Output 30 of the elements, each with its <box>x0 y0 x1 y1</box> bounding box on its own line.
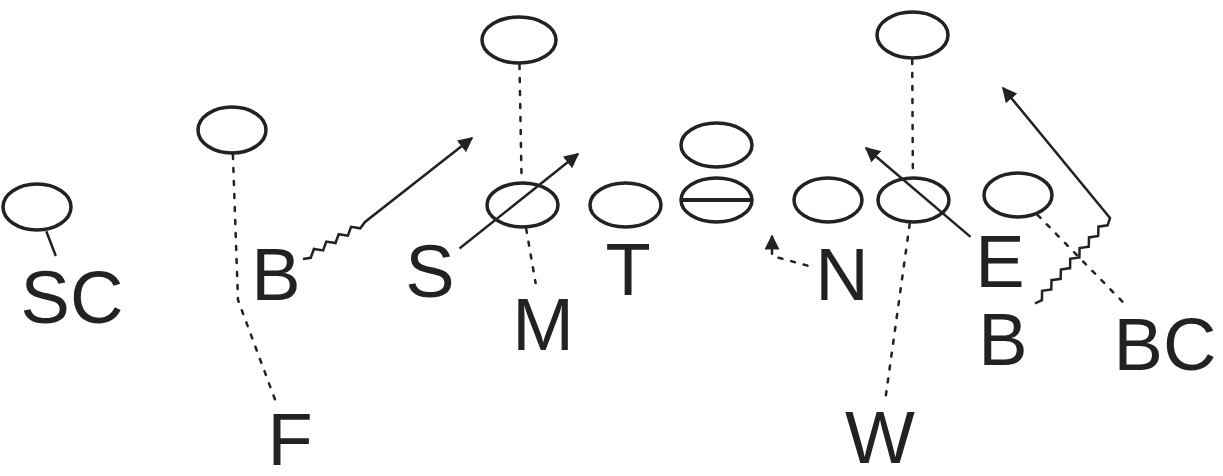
route-arrow <box>302 137 474 261</box>
position-letter: SC <box>16 258 128 338</box>
route-arrow <box>1002 86 1112 305</box>
position-letter: S <box>402 232 458 312</box>
player-circle <box>792 176 864 224</box>
route-arrow <box>458 153 580 250</box>
position-letter: E <box>972 227 1028 297</box>
route-arrow <box>764 234 809 267</box>
dotted-line <box>1036 213 1126 305</box>
position-letter: T <box>598 230 658 310</box>
route-arrow <box>864 147 972 238</box>
position-letter: F <box>265 405 315 475</box>
position-letter: B <box>251 235 301 315</box>
position-letter: B <box>973 300 1033 380</box>
player-circle <box>484 181 560 229</box>
player-circle <box>1 182 73 232</box>
player-circle <box>875 176 951 224</box>
player-circle <box>480 15 558 65</box>
position-letter: N <box>809 235 875 315</box>
position-letter: W <box>845 403 915 473</box>
player-circle <box>678 121 754 169</box>
player-circle <box>196 105 268 155</box>
player-circle <box>982 171 1054 219</box>
player-circle <box>678 176 754 224</box>
position-letter: M <box>508 285 578 365</box>
connector-line <box>45 230 57 257</box>
dotted-line <box>524 227 537 285</box>
player-circle <box>874 10 950 60</box>
position-letter: BC <box>1109 305 1221 385</box>
player-circle <box>587 181 663 229</box>
